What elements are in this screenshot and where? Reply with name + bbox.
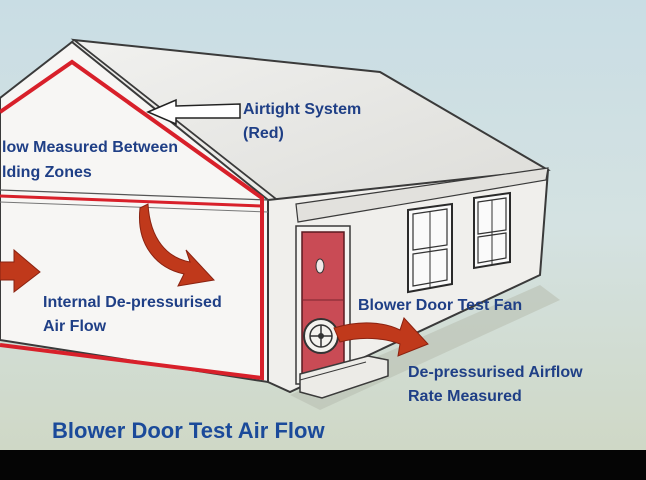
rate-label-line2: Rate Measured (408, 388, 522, 405)
fan-label: Blower Door Test Fan (358, 297, 523, 314)
window-left (407, 202, 453, 294)
airtight-outline (0, 59, 264, 381)
between-zones-label-line1: low Measured Between (2, 139, 179, 156)
door-window (315, 258, 325, 274)
airtight-floor-line (0, 194, 263, 208)
eave (295, 167, 549, 223)
hollow-left-arrow-icon (146, 98, 241, 126)
fan-icon (303, 318, 339, 354)
airtight-label-line1: Airtight System (243, 101, 362, 118)
letterbox-bar (0, 450, 646, 480)
blower-door-diagram (0, 0, 646, 450)
internal-airflow-label-line2: Air Flow (43, 318, 107, 335)
door (301, 231, 345, 381)
outflow-arrow (333, 317, 429, 357)
between-zones-label-line2: lding Zones (2, 164, 92, 181)
diagram-title: Blower Door Test Air Flow (52, 418, 325, 443)
door-step (299, 355, 389, 399)
rate-label-line1: De-pressurised Airflow (408, 364, 583, 381)
floor-line (0, 201, 269, 213)
airtight-label-line2: (Red) (243, 125, 284, 142)
floor-line (0, 189, 269, 201)
internal-airflow-arrow (139, 203, 216, 287)
internal-airflow-label-line1: Internal De-pressurised (43, 294, 222, 311)
window-right (473, 191, 511, 270)
left-airflow-arrow (0, 248, 41, 294)
